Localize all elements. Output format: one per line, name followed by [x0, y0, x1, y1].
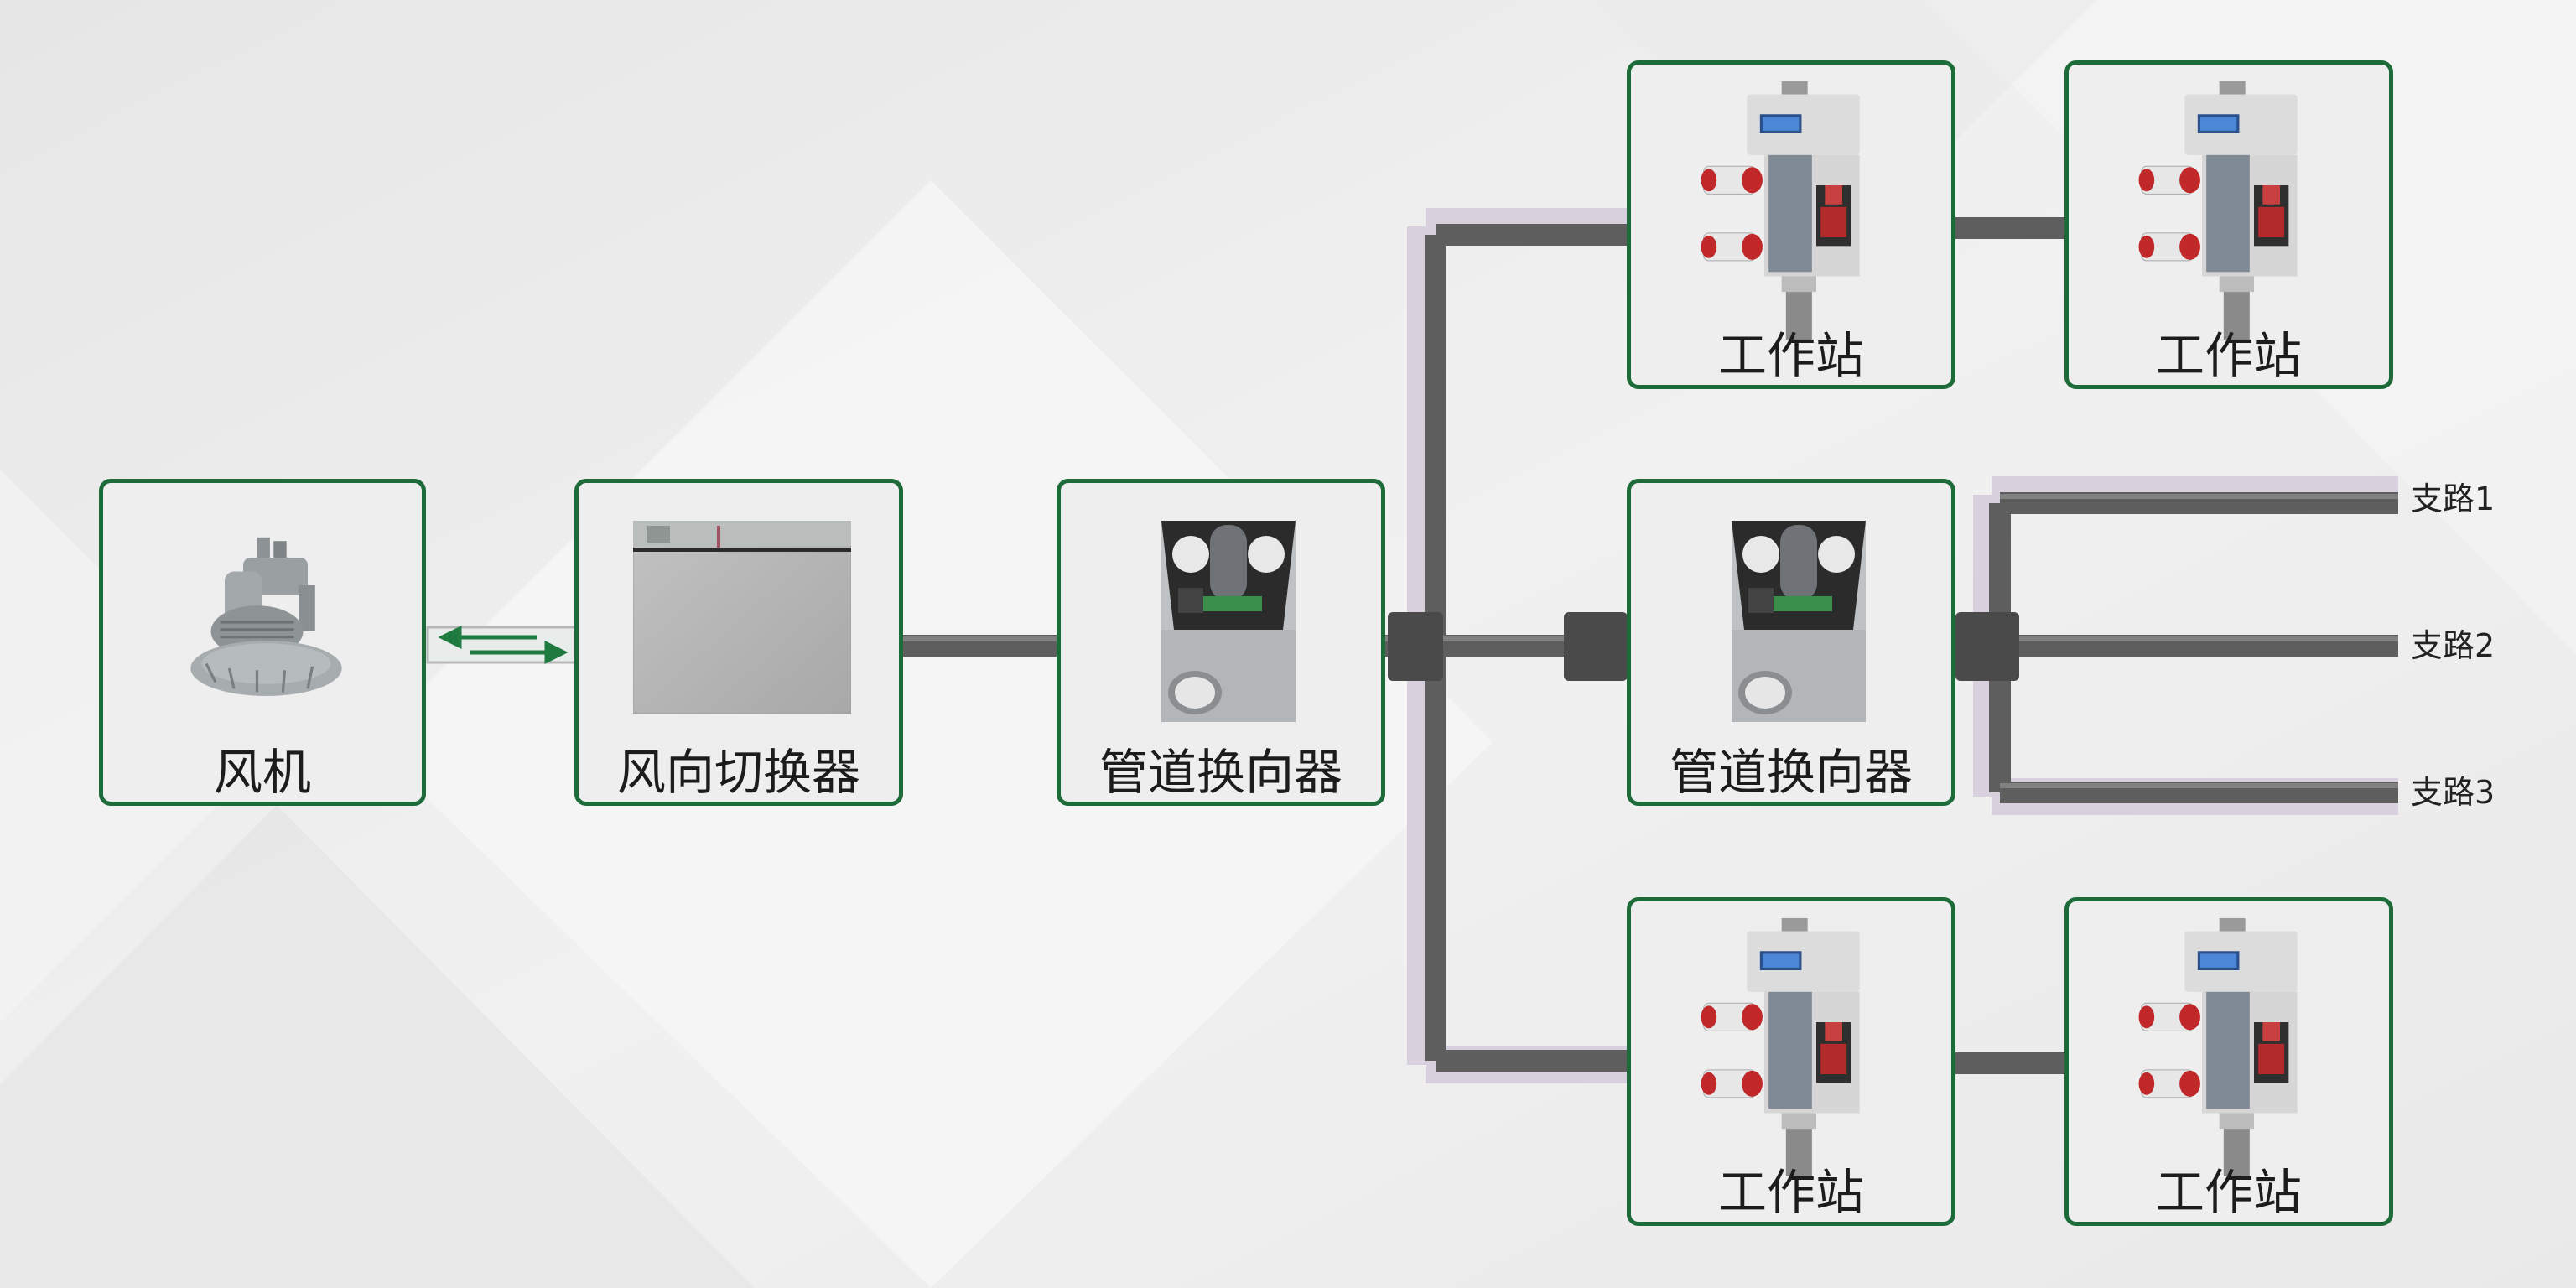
workstation-node-bottom-right: 工作站 [2064, 897, 2393, 1226]
pipe-coupler [1564, 612, 1628, 681]
workstation-label: 工作站 [2155, 1164, 2302, 1221]
diverter-label-1: 管道换向器 [1098, 744, 1343, 801]
workstation-icon [2138, 918, 2298, 1176]
air-direction-switcher-icon [633, 521, 851, 714]
branch-label-1: 支路1 [2411, 480, 2496, 517]
workstation-label: 工作站 [2155, 327, 2302, 384]
fan-node: 风机 [99, 479, 426, 806]
branch-label-2: 支路2 [2411, 627, 2496, 664]
pipe-diverter-icon [1161, 521, 1296, 722]
branch-label-3: 支路3 [2411, 774, 2496, 811]
workstation-node-bottom-left: 工作站 [1627, 897, 1955, 1226]
diverter-node-2: 管道换向器 [1627, 479, 1955, 806]
switcher-node: 风向切换器 [574, 479, 903, 806]
fan-label: 风机 [213, 744, 311, 801]
workstation-icon [2138, 81, 2298, 340]
switcher-label: 风向切换器 [616, 744, 860, 801]
diverter-node-1: 管道换向器 [1057, 479, 1385, 806]
bidirectional-arrow-icon [438, 625, 569, 665]
pipe-coupler [1388, 612, 1443, 681]
pipe-diverter-icon [1732, 521, 1866, 722]
workstation-icon [1701, 918, 1860, 1176]
workstation-node-top-right: 工作站 [2064, 60, 2393, 389]
diverter-label-2: 管道换向器 [1669, 744, 1913, 801]
workstation-node-top-left: 工作站 [1627, 60, 1955, 389]
blower-fan-icon [190, 537, 342, 696]
workstation-label: 工作站 [1717, 327, 1864, 384]
workstation-label: 工作站 [1717, 1164, 1864, 1221]
workstation-icon [1701, 81, 1860, 340]
pipe-coupler [1955, 612, 2019, 681]
